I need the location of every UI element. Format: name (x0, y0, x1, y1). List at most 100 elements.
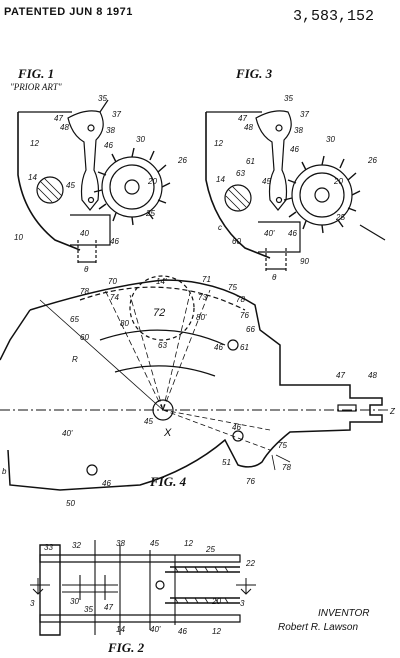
ref-fig2-40p: 40' (150, 625, 161, 634)
ref-fig3-45: 45 (262, 177, 271, 186)
fig3-label: FIG. 3 (236, 66, 273, 81)
ref-fig2-20: 20 (211, 597, 221, 606)
ref-fig3-30: 30 (326, 135, 335, 144)
ref-fig2-14: 14 (116, 625, 125, 634)
ref-fig4-78b: 78 (236, 295, 245, 304)
ref-fig3-38: 38 (294, 126, 303, 135)
ref-fig2-32: 32 (72, 541, 81, 550)
fig2-label: FIG. 2 (108, 640, 145, 655)
ref-fig3-90: 90 (300, 257, 309, 266)
ref-fig1-46b: 46 (110, 237, 119, 246)
ref-fig3-60: 60 (232, 237, 241, 246)
ref-fig4-75b: 75 (278, 441, 287, 450)
ref-fig4-46a: 46 (214, 343, 223, 352)
ref-fig3-25: 25 (335, 213, 345, 222)
ref-fig1-theta: θ (84, 265, 89, 274)
ref-fig3-c: c (218, 223, 222, 232)
ref-fig2-46: 46 (178, 627, 187, 636)
inventor-title: INVENTOR (318, 608, 370, 619)
ref-fig4-14p: 14' (156, 277, 167, 286)
patent-number: 3,583,152 (292, 8, 374, 25)
ref-fig4-80: 80 (120, 319, 129, 328)
ref-fig4-66: 66 (246, 325, 255, 334)
ref-fig4-40p: 40' (62, 429, 73, 438)
ref-fig4-73: 73 (198, 293, 207, 302)
ref-fig4-46b: 46 (232, 423, 241, 432)
ref-fig1-26: 26 (177, 156, 187, 165)
ref-fig4-X: X (163, 427, 172, 439)
ref-fig2-12b: 12 (212, 627, 221, 636)
fig2-drawing (30, 540, 256, 636)
ref-fig3-46b: 46 (288, 229, 297, 238)
ref-fig4-47: 47 (336, 371, 345, 380)
fig1-label: FIG. 1 (18, 66, 55, 81)
ref-fig4-80p: 80' (196, 313, 207, 322)
ref-fig4-b: b (2, 467, 7, 476)
ref-fig3-40p: 40' (264, 229, 275, 238)
ref-fig3-37: 37 (300, 110, 309, 119)
ref-fig3-20: 20 (333, 177, 343, 186)
ref-fig4-72: 72 (153, 307, 165, 319)
ref-fig1-12: 12 (30, 139, 39, 148)
ref-fig4-75a: 75 (228, 283, 237, 292)
ref-fig1-48: 48 (60, 123, 69, 132)
ref-fig3-46a: 46 (290, 145, 299, 154)
ref-fig3-12: 12 (214, 139, 223, 148)
ref-fig1-47: 47 (54, 114, 63, 123)
ref-fig2-33: 33 (44, 543, 53, 552)
ref-fig4-50: 50 (66, 499, 75, 508)
ref-fig2-47: 47 (104, 603, 113, 612)
ref-fig3-35: 35 (284, 94, 293, 103)
ref-fig3-61: 61 (246, 157, 255, 166)
ref-fig4-78c: 78 (282, 463, 291, 472)
ref-fig2-45: 45 (150, 539, 159, 548)
ref-fig4-51: 51 (222, 458, 231, 467)
ref-fig4-70: 70 (108, 277, 117, 286)
ref-fig4-45: 45 (144, 417, 153, 426)
ref-fig3-48: 48 (244, 123, 253, 132)
ref-fig4-61: 61 (240, 343, 249, 352)
ref-fig3-14: 14 (216, 175, 225, 184)
ref-fig4-Z: Z (389, 407, 396, 416)
ref-fig2-22: 22 (245, 559, 255, 568)
ref-fig1-45: 45 (66, 181, 75, 190)
ref-fig2-30: 30 (70, 597, 79, 606)
ref-fig2-12a: 12 (184, 539, 193, 548)
ref-fig1-14: 14 (28, 173, 37, 182)
ref-fig1-46a: 46 (104, 141, 113, 150)
ref-fig4-63: 63 (158, 341, 167, 350)
ref-fig1-40: 40 (80, 229, 89, 238)
ref-fig1-35: 35 (98, 94, 107, 103)
ref-fig3-26: 26 (367, 156, 377, 165)
ref-fig1-10: 10 (14, 233, 23, 242)
ref-fig2-3a: 3 (30, 599, 35, 608)
inventor-name: Robert R. Lawson (278, 622, 359, 633)
ref-fig4-60: 60 (80, 333, 89, 342)
ref-fig3-47: 47 (238, 114, 247, 123)
ref-fig4-R: R (72, 355, 78, 364)
ref-fig4-65: 65 (70, 315, 79, 324)
ref-fig3-theta: θ (272, 273, 277, 282)
fig3-drawing (205, 110, 386, 272)
ref-fig4-74: 74 (110, 293, 119, 302)
ref-fig1-20: 20 (147, 177, 157, 186)
ref-fig2-3b: 3 (240, 599, 245, 608)
fig1-drawing (17, 99, 171, 265)
ref-fig4-76a: 76 (240, 311, 249, 320)
patented-date: PATENTED JUN 8 1971 (4, 6, 133, 18)
ref-fig1-25: 25 (145, 209, 155, 218)
ref-fig4-71: 71 (202, 275, 211, 284)
ref-fig1-37: 37 (112, 110, 121, 119)
fig4-drawing (0, 275, 390, 491)
ref-fig4-78a: 78 (80, 287, 89, 296)
ref-fig2-35: 35 (84, 605, 93, 614)
ref-fig4-46c: 46 (102, 479, 111, 488)
ref-fig3-63: 63 (236, 169, 245, 178)
ref-fig4-48: 48 (368, 371, 377, 380)
fig1-subtitle: "PRIOR ART" (10, 82, 62, 92)
ref-fig4-76b: 76 (246, 477, 255, 486)
ref-fig1-38: 38 (106, 126, 115, 135)
ref-fig2-25: 25 (205, 545, 215, 554)
ref-fig2-38: 38 (116, 539, 125, 548)
